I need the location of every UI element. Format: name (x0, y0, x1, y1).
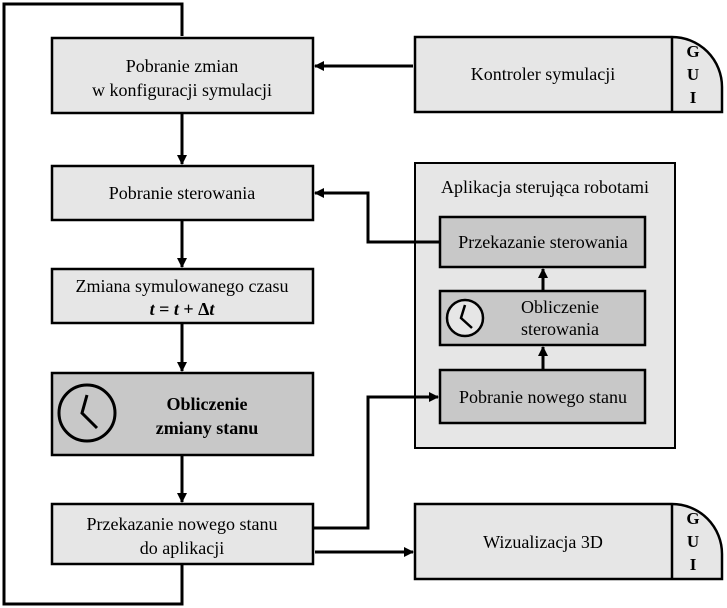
box-fetch-control: Pobranie sterowania (50, 164, 315, 222)
box-fetch-config: Pobranie zmian w konfiguracji symulacji (50, 36, 315, 115)
box-time-change: Zmiana symulowanego czasu t = t + Δt (50, 267, 315, 325)
arrow-send-state-to-fetch-state (314, 392, 439, 530)
visualization-gui-box: Wizualizacja 3D G U I (413, 502, 724, 581)
controller-label: Kontroler symulacji (471, 64, 615, 84)
arrow-send-control-to-fetch-control (314, 188, 440, 244)
box-fetch-config-line1: Pobranie zmian (126, 56, 238, 76)
visualization-gui-u: U (687, 532, 699, 551)
box-fetch-state: Pobranie nowego stanu (438, 368, 647, 425)
box-send-state-line2: do aplikacji (140, 538, 224, 558)
visualization-gui-i: I (690, 555, 697, 574)
box-send-state: Przekazanie nowego stanu do aplikacji (50, 502, 315, 566)
clock-icon (57, 383, 117, 443)
clock-icon (445, 298, 485, 338)
loop-connector (2, 2, 184, 606)
time-formula: t = t + Δt (150, 299, 216, 319)
controller-gui-i: I (690, 88, 697, 107)
box-time-change-line1: Zmiana symulowanego czasu (76, 276, 289, 296)
box-fetch-config-line2: w konfiguracji symulacji (92, 80, 272, 100)
controller-gui-g: G (686, 42, 699, 61)
box-compute-control-line1: Obliczenie (521, 297, 599, 317)
box-send-control-label: Przekazanie sterowania (458, 232, 627, 252)
box-compute-state: Obliczenie zmiany stanu (50, 371, 315, 457)
robot-app-title: Aplikacja sterująca robotami (441, 177, 649, 197)
controller-gui-box: Kontroler symulacji G U I (413, 35, 724, 114)
box-compute-state-line1: Obliczenie (167, 394, 248, 414)
box-fetch-state-label: Pobranie nowego stanu (459, 387, 627, 407)
box-compute-control-line2: sterowania (521, 319, 599, 339)
box-fetch-control-label: Pobranie sterowania (109, 183, 255, 203)
box-compute-state-line2: zmiany stanu (156, 418, 259, 438)
box-compute-control: Obliczenie sterowania (438, 289, 647, 347)
box-send-control: Przekazanie sterowania (438, 215, 647, 269)
visualization-label: Wizualizacja 3D (483, 532, 603, 552)
controller-gui-u: U (687, 65, 699, 84)
box-send-state-line1: Przekazanie nowego stanu (87, 514, 278, 534)
visualization-gui-g: G (686, 509, 699, 528)
